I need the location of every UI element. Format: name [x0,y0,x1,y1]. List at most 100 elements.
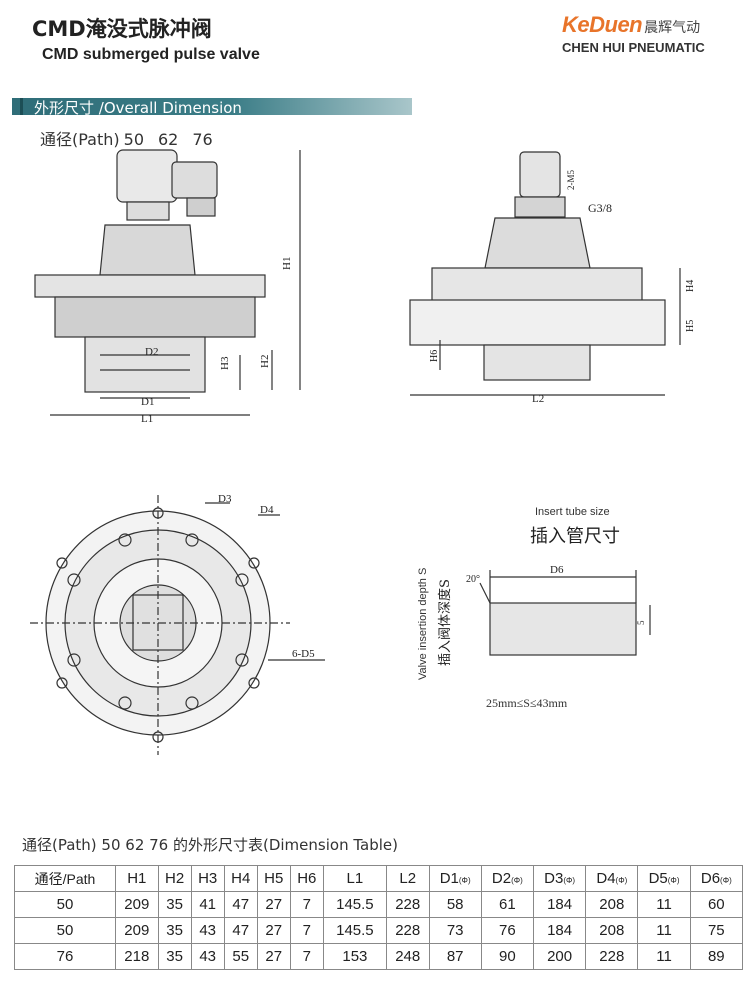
label-d2: D2 [145,346,158,358]
table-cell: 145.5 [322,891,387,918]
label-l2: L2 [532,393,544,405]
page-title-cn: CMD淹没式脉冲阀 [32,17,212,41]
header-d2-label: D2 [491,870,512,887]
header-h1: H1 [115,865,159,892]
top-view-drawing: D3 D4 6-D5 D6 20° 5 [30,493,651,755]
table-cell: 41 [190,891,225,918]
header-d1-label: D1 [439,870,459,887]
label-d1: D1 [141,396,154,408]
table-cell: 50 [14,917,116,944]
label-d3: D3 [218,493,232,505]
header-d6: D6(Φ) [689,865,744,892]
header-h4: H4 [223,865,258,892]
table-cell: 208 [585,917,639,944]
table-cell: 50 [14,891,116,918]
table-cell: 35 [157,917,192,944]
phi-unit: (Φ) [458,876,471,885]
label-h6: H6 [429,350,440,362]
table-header-row: 通径/Path H1 H2 H3 H4 H5 H6 L1 L2 D1(Φ) D2… [14,865,744,892]
phi-unit: (Φ) [667,876,680,885]
table-cell: 209 [115,891,159,918]
table-cell: 11 [637,943,691,970]
label-h5: H5 [685,320,696,332]
phi-unit: (Φ) [511,876,523,885]
label-five: 5 [636,620,646,625]
table-cell: 89 [689,943,744,970]
table-cell: 7 [289,891,324,918]
table-row: 76 218 35 43 55 27 7 153 248 87 90 200 2… [14,943,744,970]
header-path: 通径/Path [14,865,116,892]
header-d5: D5(Φ) [637,865,691,892]
table-cell: 153 [322,943,387,970]
table-cell: 47 [223,891,258,918]
table-cell: 55 [223,943,258,970]
header-l2: L2 [385,865,430,892]
label-d6: D6 [550,564,564,576]
path-prefix: 通径(Path) [40,130,120,149]
label-d5: 6-D5 [292,648,315,660]
label-d4: D4 [260,504,274,516]
path-size: 62 [158,130,179,149]
path-size: 50 [123,130,144,149]
phi-unit: (Φ) [615,876,628,885]
insert-title-en: Insert tube size [535,506,610,518]
table-cell: 35 [157,943,192,970]
header-d3-label: D3 [544,870,564,887]
insert-depth-cn: 插入阀体深度S [438,579,453,666]
table-cell: 60 [689,891,744,918]
label-h2: H2 [259,355,271,368]
header-d4-label: D4 [596,870,616,887]
header-h2: H2 [157,865,192,892]
table-cell: 184 [532,917,587,944]
valve-drawing: D2 D1 L1 H1 H3 H2 2-M5 G3/8 H4 H5 H6 L2 [34,149,696,425]
table-row: 50 209 35 43 47 27 7 145.5 228 73 76 184… [14,917,744,944]
brand-name-cn: 晨辉气动 [644,20,701,36]
table-cell: 87 [428,943,482,970]
header-l1: L1 [322,865,387,892]
header-d5-label: D5 [648,870,668,887]
header-d3: D3(Φ) [532,865,587,892]
table-cell: 218 [115,943,159,970]
table-cell: 58 [428,891,482,918]
table-cell: 11 [637,891,691,918]
brand-logo-text: KeDuen [562,12,643,37]
table-cell: 228 [585,943,639,970]
insert-title-cn: 插入管尺寸 [530,526,620,547]
label-l1: L1 [141,413,153,425]
table-cell: 208 [585,891,639,918]
page-title-en: CMD submerged pulse valve [42,46,260,63]
section-marker [20,98,23,115]
table-cell: 7 [289,943,324,970]
table-cell: 27 [256,891,291,918]
header-h6: H6 [289,865,324,892]
header-d1: D1(Φ) [428,865,482,892]
label-thread: G3/8 [588,201,612,215]
table-cell: 209 [115,917,159,944]
header-h5: H5 [256,865,291,892]
table-cell: 90 [480,943,534,970]
table-cell: 145.5 [322,917,387,944]
insert-depth-en: Valve insertion depth S [417,567,429,680]
header-d4: D4(Φ) [585,865,639,892]
brand-name-en: CHEN HUI PNEUMATIC [562,40,705,55]
table-cell: 47 [223,917,258,944]
table-title: 通径(Path) 50 62 76 的外形尺寸表(Dimension Table… [22,836,398,854]
table-cell: 76 [14,943,116,970]
section-title: 外形尺寸 /Overall Dimension [34,99,242,117]
insert-range: 25mm≤S≤43mm [486,696,568,710]
phi-unit: (Φ) [563,876,576,885]
header-d2: D2(Φ) [480,865,534,892]
table-cell: 11 [637,917,691,944]
section-header: 外形尺寸 /Overall Dimension [12,98,412,117]
table-cell: 184 [532,891,587,918]
table-cell: 76 [480,917,534,944]
table-cell: 248 [385,943,430,970]
table-cell: 35 [157,891,192,918]
table-cell: 228 [385,891,430,918]
table-cell: 43 [190,943,225,970]
table-cell: 7 [289,917,324,944]
table-cell: 73 [428,917,482,944]
table-cell: 200 [532,943,587,970]
